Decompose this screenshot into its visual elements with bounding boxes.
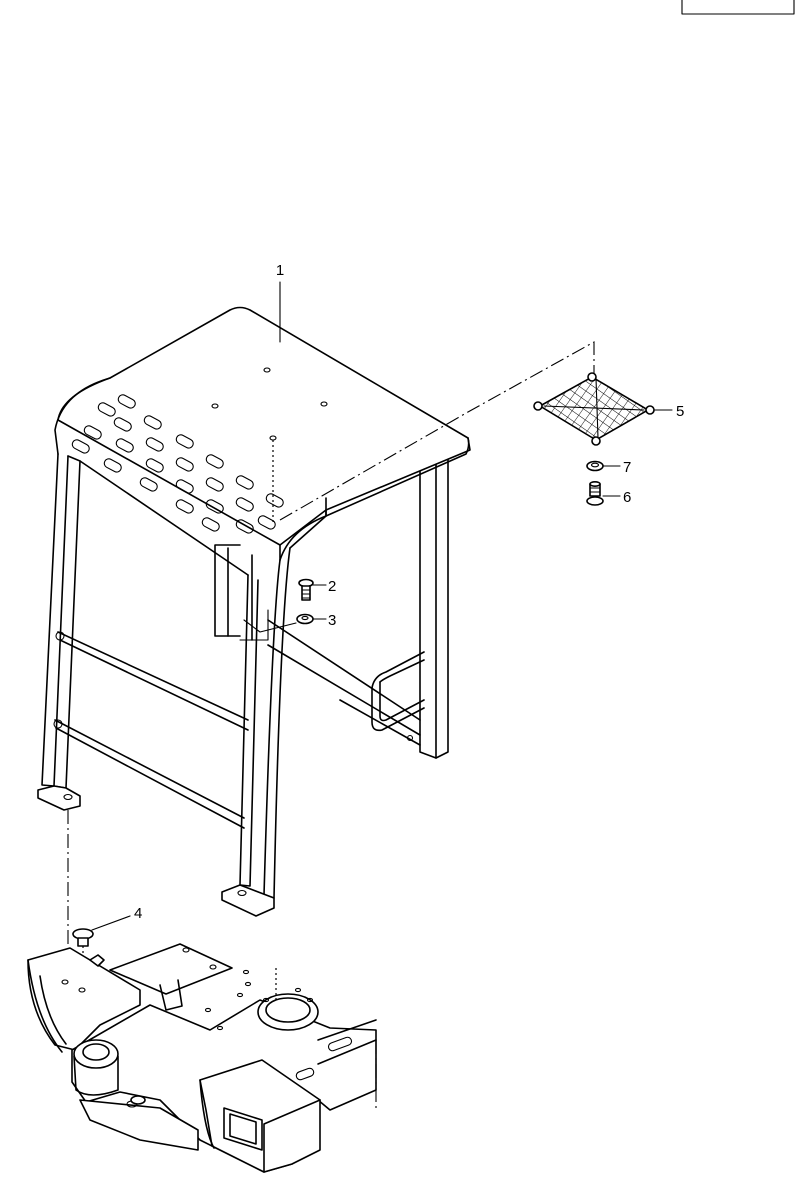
- callout-5: 5: [676, 403, 684, 420]
- canopy-part-1: [37, 306, 471, 917]
- upper-frame: [27, 943, 377, 1173]
- callout-2: 2: [328, 578, 336, 595]
- pin-part-6: [586, 480, 604, 506]
- callout-4: 4: [134, 905, 142, 922]
- callout-6: 6: [623, 489, 631, 506]
- callout-3: 3: [328, 612, 336, 629]
- callout-7: 7: [623, 459, 631, 476]
- washer-part-3: [296, 613, 314, 625]
- bolt-part-2: [298, 578, 314, 601]
- callout-1: 1: [276, 262, 284, 279]
- roof-holes: [211, 367, 328, 441]
- corner-reference-box: [681, 0, 795, 15]
- cargo-net-part-5: [533, 372, 655, 446]
- roof-slots: [71, 394, 284, 534]
- washer-part-7: [586, 460, 604, 472]
- cap-part-4: [72, 928, 94, 947]
